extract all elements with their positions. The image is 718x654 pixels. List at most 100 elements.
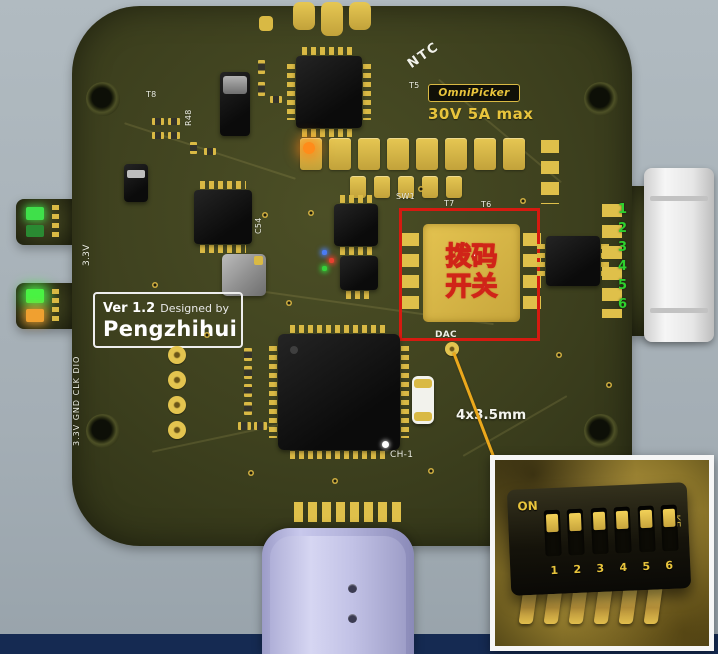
capacitor	[374, 176, 390, 198]
capacitor	[258, 60, 265, 74]
dip-switch-lever	[545, 513, 559, 533]
dip-switch-pin	[643, 588, 663, 624]
solder-pads	[287, 64, 295, 120]
silkscreen-t6: T6	[481, 200, 492, 209]
via	[248, 470, 254, 476]
dip-switch-lever	[662, 508, 676, 528]
edge-pad	[293, 2, 315, 30]
mcu-pins	[290, 451, 388, 459]
dip-annotation-text-line1: 拨码	[445, 242, 498, 273]
jst-connector	[644, 168, 714, 342]
electrolytic-capacitor	[220, 72, 250, 136]
edge-pad	[349, 2, 371, 30]
silkscreen-dac: DAC	[435, 330, 457, 340]
dip-switch-pin-number: 5	[642, 559, 651, 574]
silkscreen-t5: T5	[409, 81, 420, 90]
resistor	[238, 422, 251, 430]
diode	[124, 164, 148, 202]
solder-pads	[200, 181, 246, 189]
resistor	[254, 422, 267, 430]
capacitor	[503, 138, 525, 170]
testpoint-pad	[168, 396, 186, 414]
silkscreen-swd-pins: 3.3V GND CLK DIO	[72, 355, 81, 446]
resistor	[168, 132, 180, 139]
dip-annotation-text-line2: 开关	[445, 271, 498, 302]
red-led	[329, 258, 334, 263]
resistor	[244, 402, 252, 415]
dip-switch-slot	[637, 505, 656, 553]
pin-number: 6	[618, 297, 628, 312]
mounting-note: 4x3.5mm	[456, 407, 527, 423]
left-tab-lower	[16, 283, 74, 329]
author-label: Pengzhihui	[103, 317, 238, 341]
capacitor-bank-row2	[350, 176, 462, 198]
rf-ic-chip	[296, 56, 362, 128]
capacitor	[398, 176, 414, 198]
via	[262, 212, 268, 218]
testpoint-pad	[168, 421, 186, 439]
resistor	[152, 118, 164, 125]
capacitor	[387, 138, 409, 170]
mcu-pins	[290, 325, 388, 333]
solder-pads	[302, 47, 356, 55]
usb-screw	[348, 614, 357, 623]
via	[152, 282, 158, 288]
pin-number: 1	[618, 202, 628, 217]
pin-number: 4	[618, 259, 628, 274]
capacitor	[416, 138, 438, 170]
dip-switch-pin-number: 4	[619, 560, 628, 575]
regulator-ic-chip	[194, 190, 252, 244]
left-tab-upper	[16, 199, 74, 245]
connector-groove	[650, 196, 708, 201]
usb-c-shell-top	[270, 536, 406, 654]
dip-switch-pin-number: 1	[550, 563, 559, 578]
crystal-pad	[414, 412, 432, 421]
silkscreen-r48: R48	[184, 109, 193, 126]
ch1-dot	[382, 441, 389, 448]
silkscreen-c54: C54	[254, 217, 263, 234]
dip-switch-pads-right	[523, 233, 541, 315]
solder-pads	[302, 129, 356, 137]
metal-shield	[222, 254, 266, 296]
version-label: Ver 1.2	[103, 301, 156, 316]
capacitor	[422, 176, 438, 198]
dip-switch-lever	[592, 511, 606, 531]
capacitor	[329, 138, 351, 170]
dip-switch-pin-number: 6	[665, 558, 674, 573]
dip-switch-slot	[613, 506, 632, 554]
voltage-rating: 30V 5A max	[428, 105, 534, 123]
dip-switch-slot	[660, 504, 679, 552]
capacitor	[258, 82, 265, 96]
resistor	[190, 142, 197, 154]
pin-number: 5	[618, 278, 628, 293]
dip-switch-body: ON KE 1 2 3 4 5 6	[506, 482, 692, 596]
via	[428, 468, 434, 474]
dip-switch-lever	[568, 512, 582, 532]
dip-switch-slot	[543, 509, 562, 557]
mcu-chip	[278, 334, 400, 450]
mounting-hole	[584, 82, 618, 116]
resistor	[168, 118, 180, 125]
ic-chip	[546, 236, 600, 286]
mcu-pins	[269, 346, 277, 438]
pin-number: 3	[618, 240, 628, 255]
mounting-hole	[86, 414, 120, 448]
via	[204, 332, 210, 338]
silkscreen-sw1: SW1	[396, 192, 415, 201]
dip-switch-pads-left	[401, 233, 419, 315]
green-led	[26, 289, 44, 303]
solder-pads	[200, 245, 246, 253]
capacitor	[474, 138, 496, 170]
solder-pads	[52, 205, 59, 241]
inset-photo-background: ON KE 1 2 3 4 5 6	[495, 460, 709, 646]
green-led	[26, 207, 44, 220]
usb-c-connector	[262, 528, 414, 654]
via	[308, 210, 314, 216]
capacitor	[270, 96, 282, 103]
ic-chip	[334, 204, 378, 246]
via	[332, 478, 338, 484]
mcu-pin1-dot	[290, 346, 298, 354]
capacitor-band	[223, 76, 247, 94]
brand-badge: OmniPicker	[428, 84, 520, 102]
